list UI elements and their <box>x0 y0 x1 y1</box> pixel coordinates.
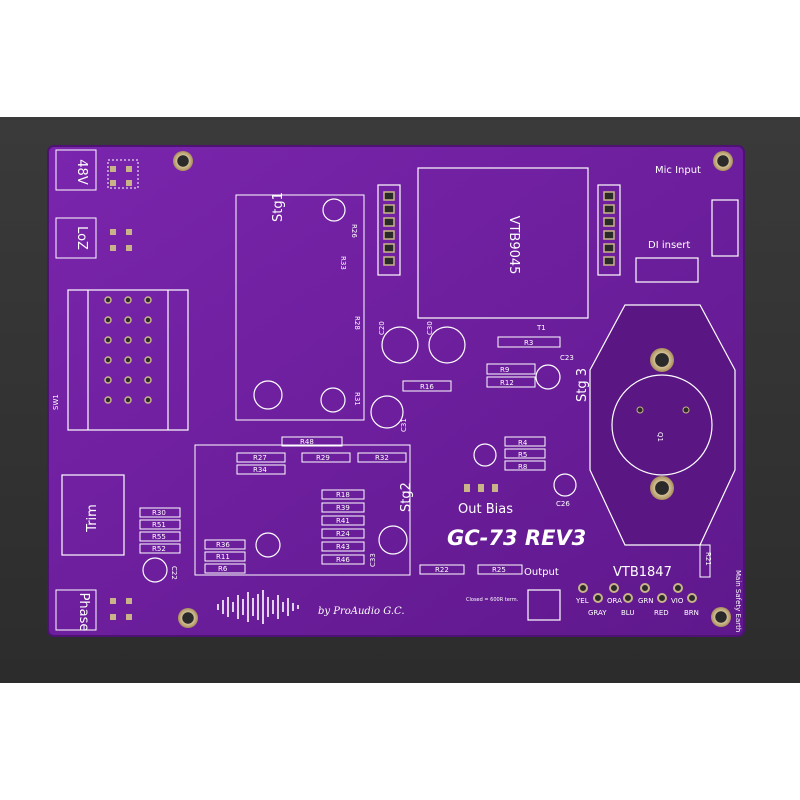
label-di-insert: DI insert <box>648 240 690 251</box>
ref-c20: C20 <box>378 321 386 335</box>
ref-r32: R32 <box>375 454 389 462</box>
label-closed-note: Closed = 600R term. <box>466 597 519 603</box>
ref-r9: R9 <box>500 366 509 374</box>
mic-input-connector <box>711 199 739 257</box>
ref-r8: R8 <box>518 463 527 471</box>
di-insert-connector <box>635 257 699 283</box>
wire-vio: VIO <box>671 597 684 605</box>
credit-line: by ProAudio G.C. <box>318 606 405 617</box>
mounting-holes <box>173 151 733 628</box>
input-transformer <box>377 167 621 319</box>
ref-r27: R27 <box>253 454 267 462</box>
wire-pads <box>578 583 697 603</box>
ref-c22: C22 <box>170 566 178 580</box>
label-out-bias: Out Bias <box>458 502 513 517</box>
ref-r28: R28 <box>353 316 361 330</box>
label-loz: LoZ <box>74 226 89 250</box>
ref-r11: R11 <box>216 553 230 561</box>
board-title: GC-73 REV3 <box>447 526 586 550</box>
label-trim: Trim <box>85 504 100 533</box>
ref-r21: R21 <box>704 552 712 566</box>
ref-r3: R3 <box>524 339 533 347</box>
wire-blu: BLU <box>621 609 634 617</box>
label-main-safety: Main Safety Earth <box>734 570 742 632</box>
rotary-switch-pads <box>104 296 152 404</box>
ref-r30: R30 <box>152 509 166 517</box>
switch-pads <box>110 166 132 620</box>
pcb-board <box>47 145 745 637</box>
switch-phase <box>55 589 97 631</box>
bias-pads <box>464 484 498 492</box>
wire-ora: ORA <box>607 597 622 605</box>
transformer-pads <box>383 191 615 266</box>
ref-r55: R55 <box>152 533 166 541</box>
input-transformer-name: VTB9045 <box>506 216 521 275</box>
ref-r24: R24 <box>336 530 350 538</box>
ref-r4: R4 <box>518 439 528 447</box>
electrolytic-capacitors <box>142 198 577 583</box>
ref-c30: C30 <box>426 321 434 335</box>
rotary-switch-outline <box>67 289 189 431</box>
label-48v: 48V <box>74 159 89 185</box>
wire-yel: YEL <box>575 597 589 605</box>
ref-c31: C31 <box>400 418 408 432</box>
ref-r25: R25 <box>492 566 506 574</box>
label-stg1: Stg1 <box>271 192 286 222</box>
switch-loz <box>55 217 97 259</box>
label-sw1: SW1 <box>52 394 60 410</box>
waveform-logo <box>217 590 299 624</box>
stg1-block <box>235 194 365 421</box>
ref-r48: R48 <box>300 438 314 446</box>
ref-q1: Q1 <box>656 432 664 442</box>
wire-red: RED <box>654 609 669 617</box>
transistor-q1 <box>589 304 736 546</box>
label-stg2: Stg2 <box>399 482 414 512</box>
ref-r43: R43 <box>336 543 350 551</box>
ref-c33: C33 <box>369 553 377 567</box>
output-connector <box>527 589 561 621</box>
ref-r16: R16 <box>420 383 434 391</box>
label-mic-input: Mic Input <box>655 165 701 176</box>
output-transformer-name: VTB1847 <box>613 565 672 580</box>
label-phase: Phase <box>76 593 91 632</box>
wire-labels: YEL ORA GRN VIO GRAY BLU RED BRN <box>575 597 699 617</box>
ref-r26: R26 <box>350 224 358 238</box>
ref-r18: R18 <box>336 491 350 499</box>
ref-r12: R12 <box>500 379 514 387</box>
ref-r29: R29 <box>316 454 330 462</box>
wire-grn: GRN <box>638 597 654 605</box>
ref-r36: R36 <box>216 541 230 549</box>
wire-brn: BRN <box>684 609 699 617</box>
ref-r33: R33 <box>339 256 347 270</box>
ref-r22: R22 <box>435 566 449 574</box>
label-stg3: Stg 3 <box>575 368 590 402</box>
wire-gray: GRAY <box>588 609 607 617</box>
ref-r31: R31 <box>353 392 361 406</box>
ref-t1: T1 <box>536 324 546 332</box>
label-output: Output <box>524 567 559 578</box>
stg2-block <box>194 444 411 576</box>
ref-c23: C23 <box>560 354 574 362</box>
ref-r52: R52 <box>152 545 166 553</box>
ref-r39: R39 <box>336 504 350 512</box>
ref-r41: R41 <box>336 517 350 525</box>
ref-r51: R51 <box>152 521 166 529</box>
resistor-footprints <box>139 336 711 578</box>
trim-pot-outline <box>61 474 125 556</box>
switch-48v <box>55 149 139 191</box>
silkscreen-text: 48V LoZ Phase Trim SW1 Mic Input DI inse… <box>52 159 742 632</box>
ref-r6: R6 <box>218 565 228 573</box>
ref-r5: R5 <box>518 451 527 459</box>
ref-r34: R34 <box>253 466 267 474</box>
ref-r46: R46 <box>336 556 350 564</box>
ref-c26: C26 <box>556 500 570 508</box>
